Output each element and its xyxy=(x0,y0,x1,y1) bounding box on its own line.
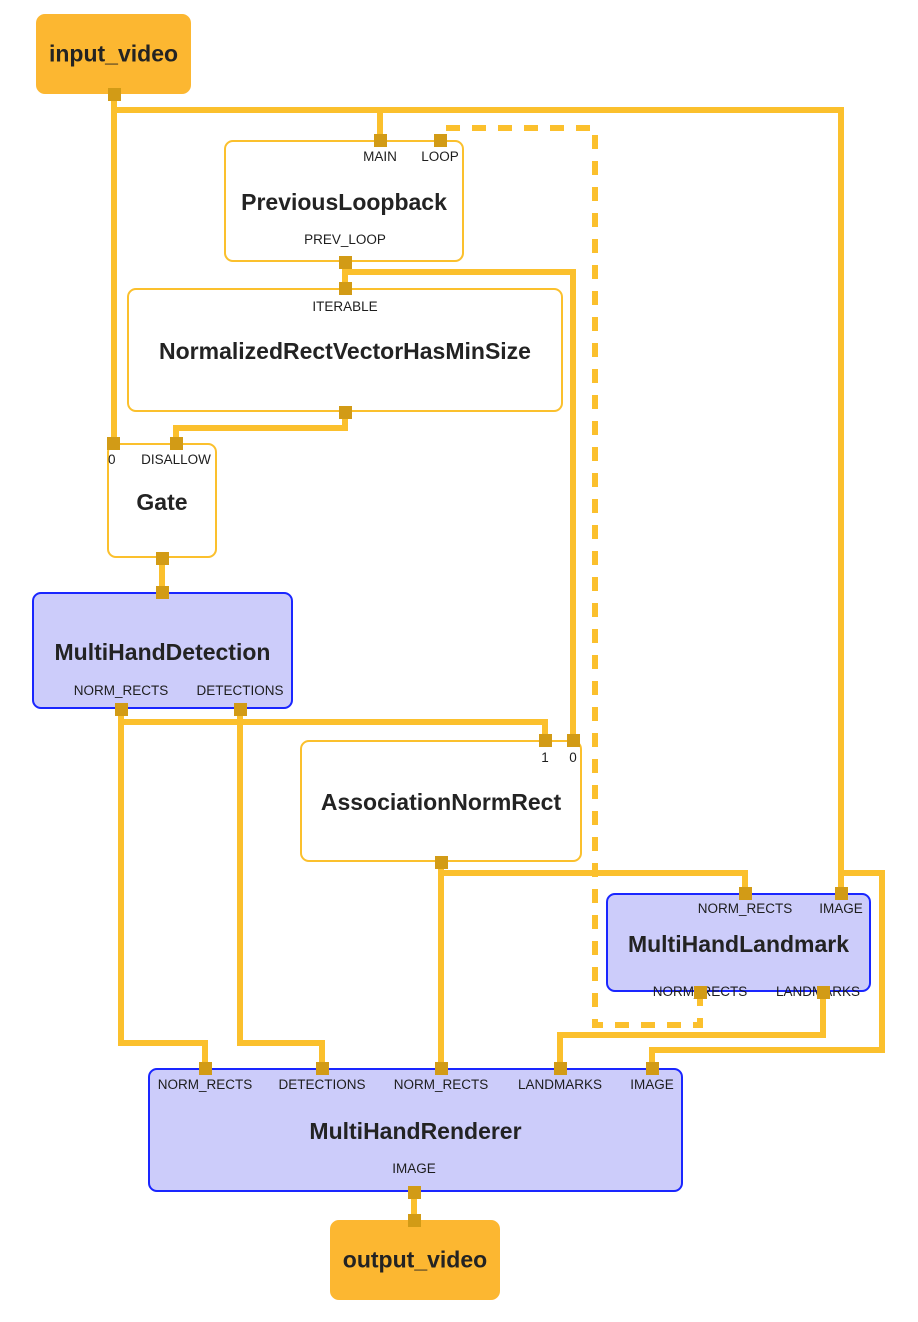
node-input_video[interactable]: input_video xyxy=(36,14,191,94)
node-title-multi_hand_landmark: MultiHandLandmark xyxy=(627,930,850,957)
port-label-mhd_norm: NORM_RECTS xyxy=(73,683,169,698)
port-label-gate_0: 0 xyxy=(108,452,116,467)
port-label-mhr_det: DETECTIONS xyxy=(278,1077,366,1092)
port-label-mhr_norm1: NORM_RECTS xyxy=(157,1077,253,1092)
edge-pl_prev-to-assoc_0 xyxy=(345,269,576,740)
port-pin-hm_out[interactable] xyxy=(338,405,352,419)
edge-iv_out-to-pl_main xyxy=(114,107,383,140)
port-label-hm_iterable: ITERABLE xyxy=(312,299,378,314)
port-label-mhr_marks: LANDMARKS xyxy=(517,1077,603,1092)
port-label-pl_loop: LOOP xyxy=(421,149,459,164)
port-pin-mhd_det[interactable] xyxy=(233,702,247,716)
port-pin-mhr_out[interactable] xyxy=(407,1185,421,1199)
edge-mhl_marks_out-to-mhr_marks xyxy=(557,992,826,1068)
port-pin-mhl_norm_in[interactable] xyxy=(738,886,752,900)
port-pin-assoc_out[interactable] xyxy=(434,855,448,869)
port-label-mhl_norm_in: NORM_RECTS xyxy=(697,901,793,916)
port-label-mhl_image_in: IMAGE xyxy=(819,901,863,916)
node-title-output_video: output_video xyxy=(342,1246,488,1273)
port-pin-gate_disallow[interactable] xyxy=(169,436,183,450)
port-label-pl_main: MAIN xyxy=(363,149,397,164)
edge-mhd_norm-to-assoc_1 xyxy=(118,709,548,740)
port-label-mhr_out: IMAGE xyxy=(392,1161,436,1176)
port-pin-gate_0[interactable] xyxy=(106,436,120,450)
node-multi_hand_landmark[interactable]: MultiHandLandmark xyxy=(606,893,871,992)
port-pin-gate_out[interactable] xyxy=(155,551,169,565)
node-multi_hand_detection[interactable]: MultiHandDetection xyxy=(32,592,293,709)
port-label-mhr_image: IMAGE xyxy=(630,1077,674,1092)
port-pin-pl_prev[interactable] xyxy=(338,255,352,269)
port-pin-mhr_det[interactable] xyxy=(315,1061,329,1075)
port-pin-mhl_norm_out[interactable] xyxy=(693,985,707,999)
node-title-association: AssociationNormRect xyxy=(320,789,562,815)
node-multi_hand_renderer[interactable]: MultiHandRenderer xyxy=(148,1068,683,1192)
port-label-mhd_det: DETECTIONS xyxy=(196,683,284,698)
port-pin-hm_iterable[interactable] xyxy=(338,281,352,295)
port-pin-assoc_1[interactable] xyxy=(538,733,552,747)
port-pin-pl_loop[interactable] xyxy=(433,133,447,147)
port-label-assoc_1: 1 xyxy=(541,750,549,765)
port-pin-mhd_norm[interactable] xyxy=(114,702,128,716)
node-gate[interactable]: Gate xyxy=(107,443,217,558)
port-pin-mhr_norm1[interactable] xyxy=(198,1061,212,1075)
node-title-multi_hand_detection: MultiHandDetection xyxy=(54,638,271,665)
port-label-pl_prev: PREV_LOOP xyxy=(304,232,386,247)
node-prev_loopback[interactable]: PreviousLoopback xyxy=(224,140,464,262)
edge-mhd_det-to-mhr_det xyxy=(237,709,325,1068)
node-title-prev_loopback: PreviousLoopback xyxy=(241,189,447,215)
node-title-gate: Gate xyxy=(136,488,188,515)
port-pin-assoc_0[interactable] xyxy=(566,733,580,747)
edge-iv_out-to-mhl_image_in xyxy=(114,107,844,893)
port-pin-mhr_marks[interactable] xyxy=(553,1061,567,1075)
port-label-assoc_0: 0 xyxy=(569,750,577,765)
edge-mhl_norm_out-to-pl_loop xyxy=(437,125,703,1028)
port-pin-mhl_image_in[interactable] xyxy=(834,886,848,900)
port-label-mhr_norm2: NORM_RECTS xyxy=(393,1077,489,1092)
port-pin-mhr_norm2[interactable] xyxy=(434,1061,448,1075)
port-pin-pl_main[interactable] xyxy=(373,133,387,147)
port-pin-iv_out[interactable] xyxy=(107,87,121,101)
node-title-has_min_size: NormalizedRectVectorHasMinSize xyxy=(159,338,531,364)
port-pin-ov_in[interactable] xyxy=(407,1213,421,1227)
port-pin-mhl_marks_out[interactable] xyxy=(816,985,830,999)
edge-hm_out-to-gate_disallow xyxy=(173,412,348,443)
node-title-input_video: input_video xyxy=(48,40,179,67)
port-pin-mhr_image[interactable] xyxy=(645,1061,659,1075)
edge-mhd_norm-to-mhr_norm1 xyxy=(118,709,208,1068)
node-output_video[interactable]: output_video xyxy=(330,1220,500,1300)
node-association[interactable]: AssociationNormRect xyxy=(300,740,582,862)
edge-iv_out-to-mhr_image xyxy=(649,870,885,1068)
node-title-multi_hand_renderer: MultiHandRenderer xyxy=(309,1118,522,1144)
port-label-gate_disallow: DISALLOW xyxy=(141,452,211,467)
port-pin-mhd_in[interactable] xyxy=(155,585,169,599)
